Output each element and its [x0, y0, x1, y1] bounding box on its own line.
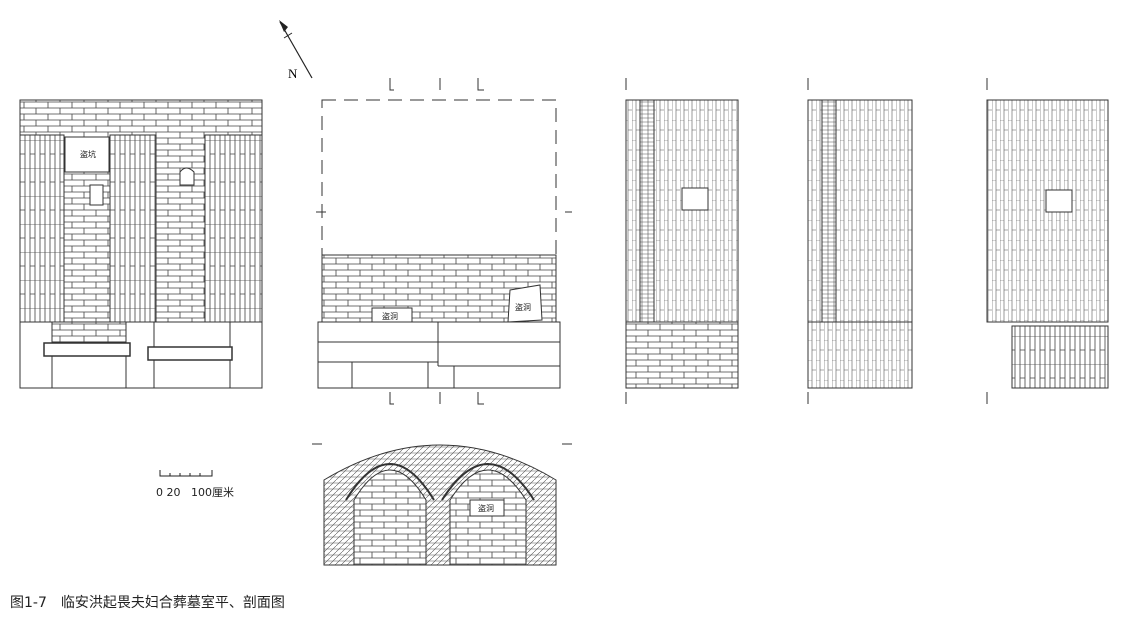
robbery-hole-label-3: 盗洞: [478, 503, 494, 513]
north-arrow: [279, 20, 313, 79]
robbery-pit-label: 盗坑: [80, 149, 96, 159]
robbery-hole-label-2: 盗洞: [515, 302, 531, 312]
cross-section: 盗洞: [312, 443, 572, 566]
figure-caption: 图1-7 临安洪起畏夫妇合葬墓室平、剖面图: [10, 595, 285, 611]
scale-ticks: 0 20: [156, 486, 181, 499]
elevation-2: [807, 78, 913, 404]
north-label: N: [288, 66, 298, 81]
robbery-hole-label: 盗洞: [382, 311, 398, 321]
scale-label: 0 20 100厘米: [156, 484, 234, 500]
scale-end: 100厘米: [191, 486, 234, 499]
scale-bar: [159, 470, 213, 477]
plan-view: 盗坑: [19, 99, 263, 389]
elevation-3: [986, 78, 1109, 404]
elevation-1: [625, 78, 739, 404]
plan-view-2: 盗洞 盗洞: [316, 78, 572, 405]
